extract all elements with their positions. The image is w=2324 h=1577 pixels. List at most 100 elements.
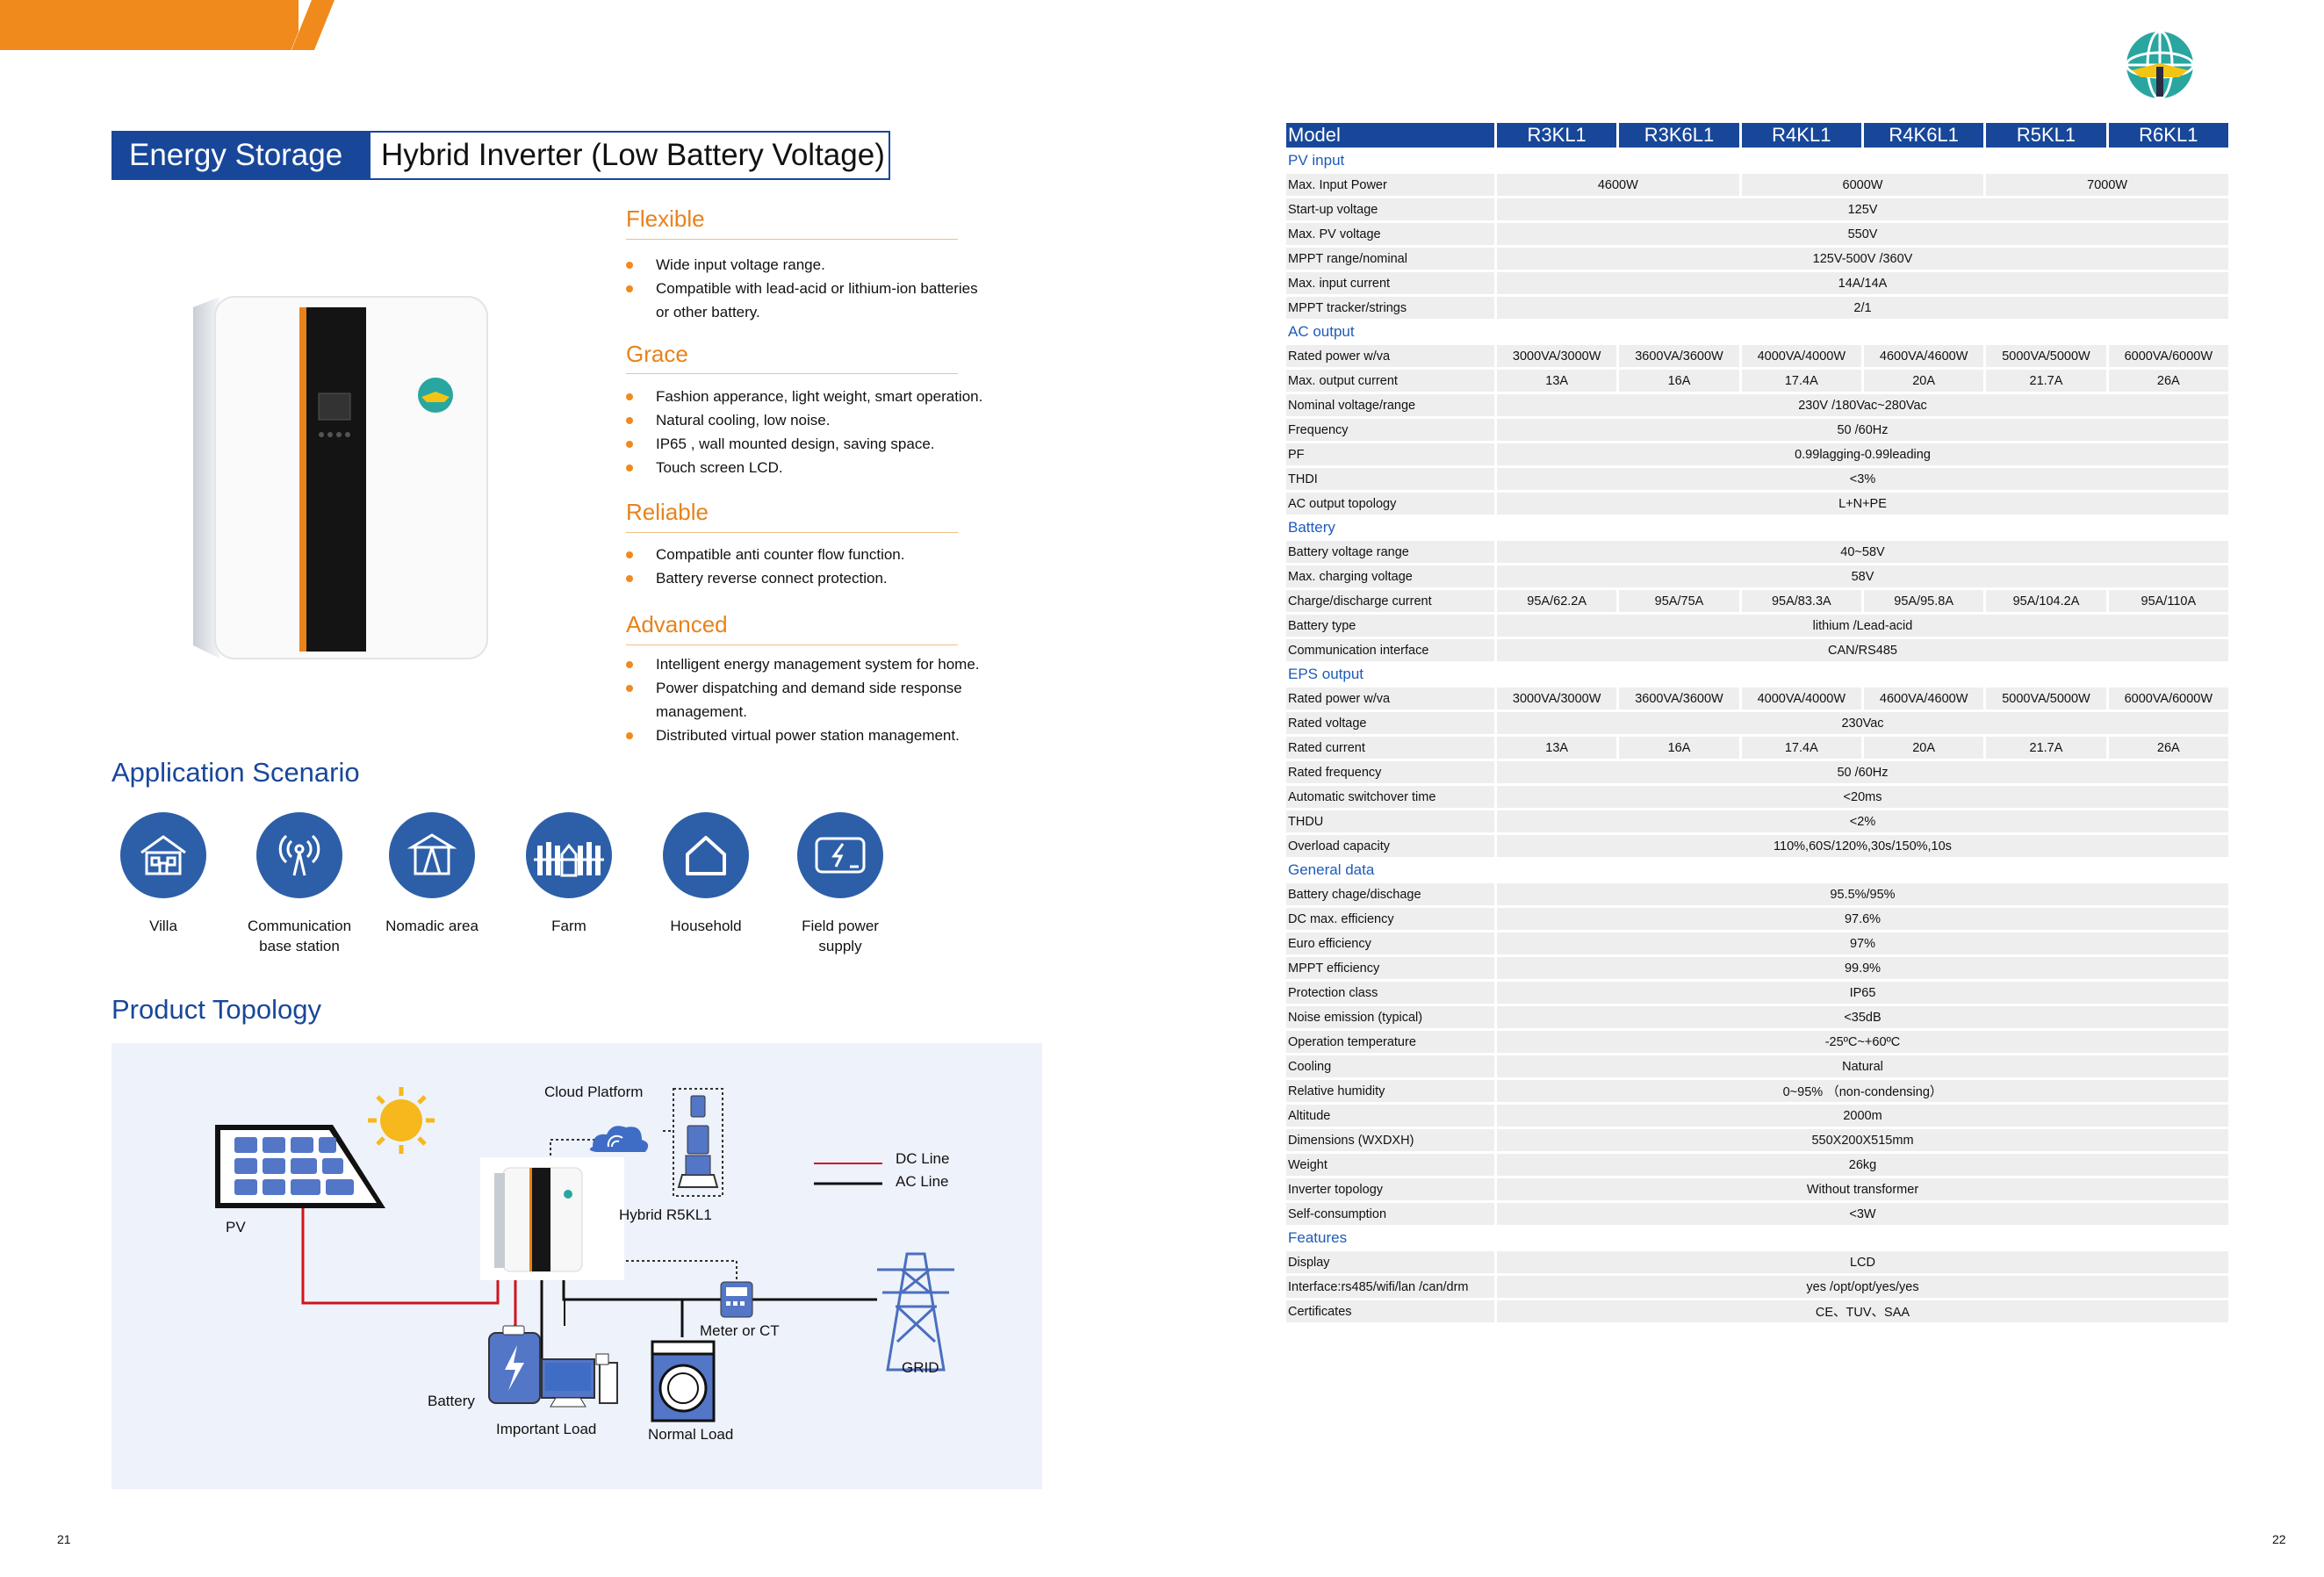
list-item: Compatible anti counter flow function. xyxy=(626,543,1030,566)
spec-section-row: EPS output xyxy=(1286,664,2228,685)
spec-row-label: Noise emission (typical) xyxy=(1286,1006,1494,1028)
product-topology-heading: Product Topology xyxy=(112,994,321,1025)
feature-list-advanced: Intelligent energy management system for… xyxy=(626,652,1012,747)
spec-row-label: Certificates xyxy=(1286,1300,1494,1322)
spec-value-cell: 40~58V xyxy=(1494,541,2228,563)
spec-value-cell: 21.7A xyxy=(1983,737,2106,759)
spec-row-label: Battery type xyxy=(1286,615,1494,637)
ac-line-label: AC Line xyxy=(896,1173,949,1190)
spec-value-cell: 95A/62.2A xyxy=(1494,590,1617,612)
spec-value-cell: 13A xyxy=(1494,737,1617,759)
feature-heading-reliable: Reliable xyxy=(626,499,709,525)
feature-divider xyxy=(626,532,958,533)
spec-value-cell: 50 /60Hz xyxy=(1494,761,2228,783)
spec-section-row: Features xyxy=(1286,1228,2228,1249)
spec-row-label: MPPT efficiency xyxy=(1286,957,1494,979)
feature-divider xyxy=(626,239,958,240)
table-row: Noise emission (typical)<35dB xyxy=(1286,1006,2228,1028)
spec-row-label: Start-up voltage xyxy=(1286,198,1494,220)
spec-value-cell: 95.5%/95% xyxy=(1494,883,2228,905)
spec-row-label: Rated current xyxy=(1286,737,1494,759)
spec-row-label: Operation temperature xyxy=(1286,1031,1494,1053)
spec-value-cell: 20A xyxy=(1860,370,1984,392)
spec-value-cell: 97.6% xyxy=(1494,908,2228,930)
house-icon xyxy=(686,836,726,875)
spec-row-label: Max. charging voltage xyxy=(1286,565,1494,587)
spec-section-title: AC output xyxy=(1286,321,2228,342)
table-row: Automatic switchover time<20ms xyxy=(1286,786,2228,808)
feature-list-grace: Fashion apperance, light weight, smart o… xyxy=(626,385,1030,479)
spec-row-label: Rated power w/va xyxy=(1286,345,1494,367)
spec-section-title: Features xyxy=(1286,1228,2228,1249)
spec-value-cell: 26kg xyxy=(1494,1154,2228,1176)
sun-icon xyxy=(368,1087,435,1154)
spec-row-label: Rated power w/va xyxy=(1286,688,1494,709)
feature-list-reliable: Compatible anti counter flow function. B… xyxy=(626,543,1030,590)
spec-row-label: Dimensions (WXDXH) xyxy=(1286,1129,1494,1151)
spec-row-label: Overload capacity xyxy=(1286,835,1494,857)
spec-value-cell: 550X200X515mm xyxy=(1494,1129,2228,1151)
header-accent-bar xyxy=(0,0,299,50)
spec-row-label: MPPT tracker/strings xyxy=(1286,297,1494,319)
spec-row-label: Protection class xyxy=(1286,982,1494,1004)
farm-icon xyxy=(534,842,604,877)
table-row: Dimensions (WXDXH)550X200X515mm xyxy=(1286,1129,2228,1151)
spec-value-cell: 95A/83.3A xyxy=(1738,590,1861,612)
list-item: Intelligent energy management system for… xyxy=(626,652,1012,676)
spec-section-row: General data xyxy=(1286,860,2228,881)
spec-section-row: AC output xyxy=(1286,321,2228,342)
spec-value-cell: 99.9% xyxy=(1494,957,2228,979)
spec-value-cell: 5000VA/5000W xyxy=(1983,345,2106,367)
scenario-label: Field power supply xyxy=(802,918,879,954)
spec-value-cell: 26A xyxy=(2105,737,2228,759)
spec-row-label: Max. output current xyxy=(1286,370,1494,392)
spec-value-cell: 58V xyxy=(1494,565,2228,587)
globe-logo-icon xyxy=(2125,30,2195,100)
spec-header-cell: R4KL1 xyxy=(1738,123,1861,148)
spec-row-label: THDI xyxy=(1286,468,1494,490)
feature-heading-grace: Grace xyxy=(626,341,688,367)
spec-value-cell: LCD xyxy=(1494,1251,2228,1273)
spec-value-cell: 95A/75A xyxy=(1616,590,1739,612)
table-row: THDU<2% xyxy=(1286,810,2228,832)
spec-header-cell: R5KL1 xyxy=(1983,123,2106,148)
battery-label: Battery xyxy=(428,1393,475,1409)
list-item: Battery reverse connect protection. xyxy=(626,566,1030,590)
spec-row-label: Communication interface xyxy=(1286,639,1494,661)
list-item: Power dispatching and demand side respon… xyxy=(626,676,1012,724)
spec-value-cell: <3W xyxy=(1494,1203,2228,1225)
page-number-right: 22 xyxy=(2272,1532,2286,1546)
feature-list-flexible: Wide input voltage range. Compatible wit… xyxy=(626,253,995,324)
title-category: Energy Storage xyxy=(113,133,371,178)
spec-value-cell: Without transformer xyxy=(1494,1178,2228,1200)
topology-lines xyxy=(215,1087,954,1422)
spec-section-row: Battery xyxy=(1286,517,2228,538)
spec-value-cell: 17.4A xyxy=(1738,370,1861,392)
spec-row-label: Max. Input Power xyxy=(1286,174,1494,196)
list-item: Distributed virtual power station manage… xyxy=(626,724,1012,747)
spec-value-cell: 3000VA/3000W xyxy=(1494,688,1617,709)
power-supply-icon xyxy=(815,837,866,874)
spec-value-cell: <35dB xyxy=(1494,1006,2228,1028)
spec-value-cell: 4600W xyxy=(1494,174,1739,196)
spec-header-cell: R6KL1 xyxy=(2105,123,2228,148)
